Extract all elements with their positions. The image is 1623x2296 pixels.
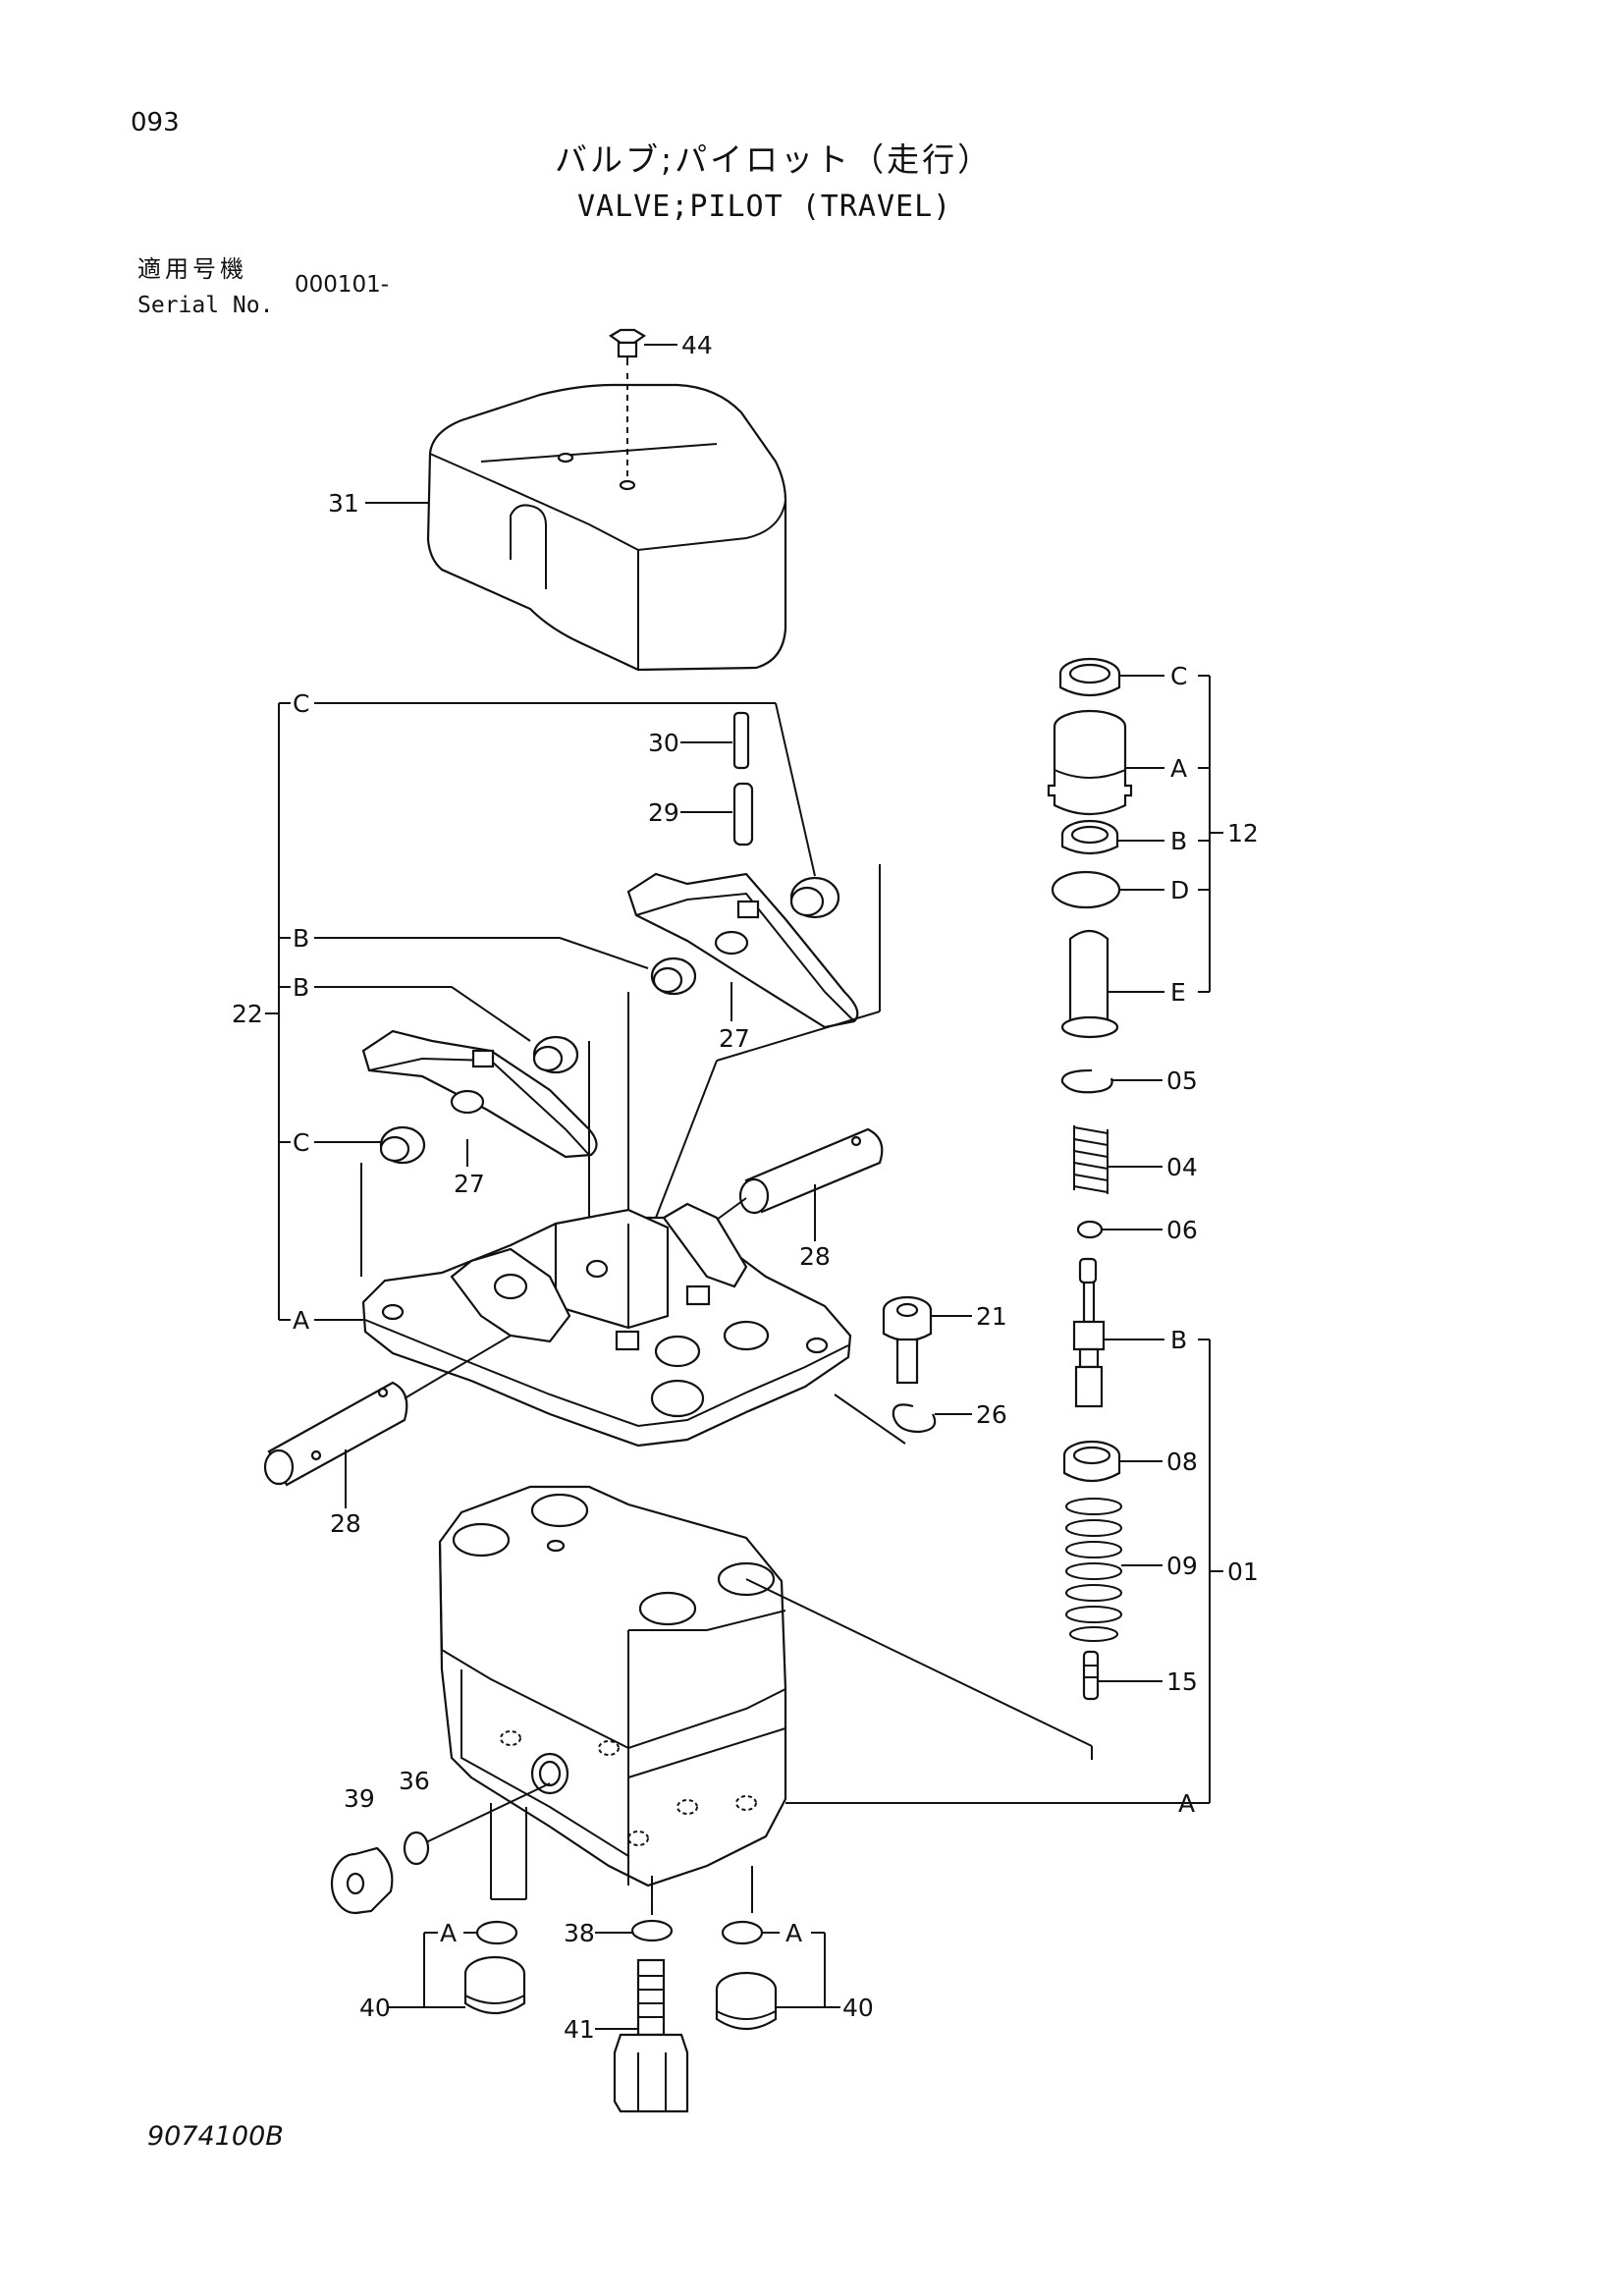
letter-a-bottom-right: A: [785, 1919, 802, 1947]
serial-label-japanese: 適用号機: [137, 255, 247, 283]
letter-b-left-1: B: [293, 924, 309, 953]
part-40-plug-right: [715, 1971, 778, 2030]
bushing-b-upper: [650, 957, 697, 996]
callout-08: 08: [1166, 1448, 1198, 1476]
callout-22: 22: [232, 1000, 263, 1028]
drawing-number: 9074100B: [147, 2121, 284, 2152]
group-01-bracket: [1198, 1339, 1223, 1804]
letter-d-right: D: [1170, 876, 1189, 904]
part-27-lever-lower: [361, 1029, 598, 1159]
part-39-plug: [330, 1846, 394, 1915]
page-number: 093: [131, 108, 180, 137]
serial-number-value: 000101-: [295, 272, 390, 298]
callout-44: 44: [681, 331, 713, 359]
part-04-spring: [1073, 1125, 1109, 1194]
part-21-socket-bolt: [882, 1295, 972, 1385]
callout-05: 05: [1166, 1066, 1198, 1095]
part-o-ring-a-left: [475, 1920, 518, 1945]
title-japanese: バルブ;パイロット（走行）: [555, 140, 994, 179]
letter-a-right: A: [1170, 754, 1187, 783]
title-english: VALVE;PILOT (TRAVEL): [577, 190, 952, 224]
part-36-o-ring: [403, 1782, 551, 1866]
callout-40-left: 40: [359, 1994, 391, 2022]
letter-a-left: A: [293, 1306, 309, 1335]
part-31-cover: [365, 373, 787, 672]
letter-b-right: B: [1170, 827, 1187, 855]
callout-12: 12: [1227, 819, 1259, 847]
part-26-retaining-ring: [834, 1394, 972, 1445]
part-28-pin-upper: [716, 1127, 884, 1241]
group-22-bracket: [265, 702, 816, 1321]
letter-c-left-top: C: [293, 689, 309, 718]
callout-26: 26: [976, 1400, 1007, 1429]
letter-b-spool: B: [1170, 1326, 1187, 1354]
part-06-washer: [1076, 1220, 1104, 1239]
callout-40-right: 40: [842, 1994, 874, 2022]
callout-28-upper: 28: [799, 1242, 831, 1271]
bushing-b-lower: [532, 1035, 579, 1074]
part-28-pin-lower: [263, 1335, 512, 1508]
callout-09: 09: [1166, 1552, 1198, 1580]
part-c-seal: [1058, 657, 1121, 697]
part-o-ring-a-right: [721, 1920, 764, 1945]
callout-28-lower: 28: [330, 1509, 361, 1538]
part-30-pin: [680, 711, 750, 770]
callout-38: 38: [564, 1919, 595, 1947]
part-08-seat: [1062, 1440, 1121, 1483]
letter-c-right: C: [1170, 662, 1187, 690]
letter-c-left-bottom: C: [293, 1128, 309, 1157]
part-44-bolt: [608, 328, 677, 365]
callout-01: 01: [1227, 1558, 1259, 1586]
callout-29: 29: [648, 798, 679, 827]
part-15-pin: [1082, 1650, 1100, 1701]
part-40-plug-left: [463, 1955, 526, 2014]
part-27-lever-upper: [626, 872, 859, 1029]
callout-31: 31: [328, 489, 359, 518]
part-29-pin: [680, 782, 754, 847]
letter-e-right: E: [1170, 978, 1186, 1007]
part-38-o-ring: [630, 1919, 674, 1942]
callout-41: 41: [564, 2015, 595, 2044]
callout-30: 30: [648, 729, 679, 757]
callout-04: 04: [1166, 1153, 1198, 1181]
part-d-o-ring: [1051, 870, 1121, 909]
callout-39: 39: [344, 1784, 375, 1813]
group-12-bracket: [1198, 675, 1223, 993]
part-b-seal: [1060, 819, 1119, 855]
part-e-plunger: [1060, 929, 1119, 1039]
callout-27-upper: 27: [719, 1024, 750, 1053]
letter-a-body: A: [1178, 1789, 1195, 1818]
part-41-fitting: [613, 1958, 689, 2113]
bushing-c-lower: [379, 1125, 426, 1165]
valve-body: [438, 1485, 1208, 1887]
part-a-sleeve: [1047, 709, 1133, 815]
callout-06: 06: [1166, 1216, 1198, 1244]
casing-plate: [361, 1202, 852, 1448]
serial-label-english: Serial No.: [137, 293, 274, 318]
callout-15: 15: [1166, 1667, 1198, 1696]
callout-21: 21: [976, 1302, 1007, 1331]
letter-b-left-2: B: [293, 973, 309, 1002]
callout-36: 36: [399, 1767, 430, 1795]
letter-a-bottom-left: A: [440, 1919, 457, 1947]
part-05-retaining-ring: [1060, 1068, 1113, 1094]
part-b-spool: [1072, 1257, 1106, 1408]
callout-27-lower: 27: [454, 1170, 485, 1198]
bushing-c-upper: [789, 876, 840, 919]
part-09-spring: [1065, 1498, 1122, 1642]
